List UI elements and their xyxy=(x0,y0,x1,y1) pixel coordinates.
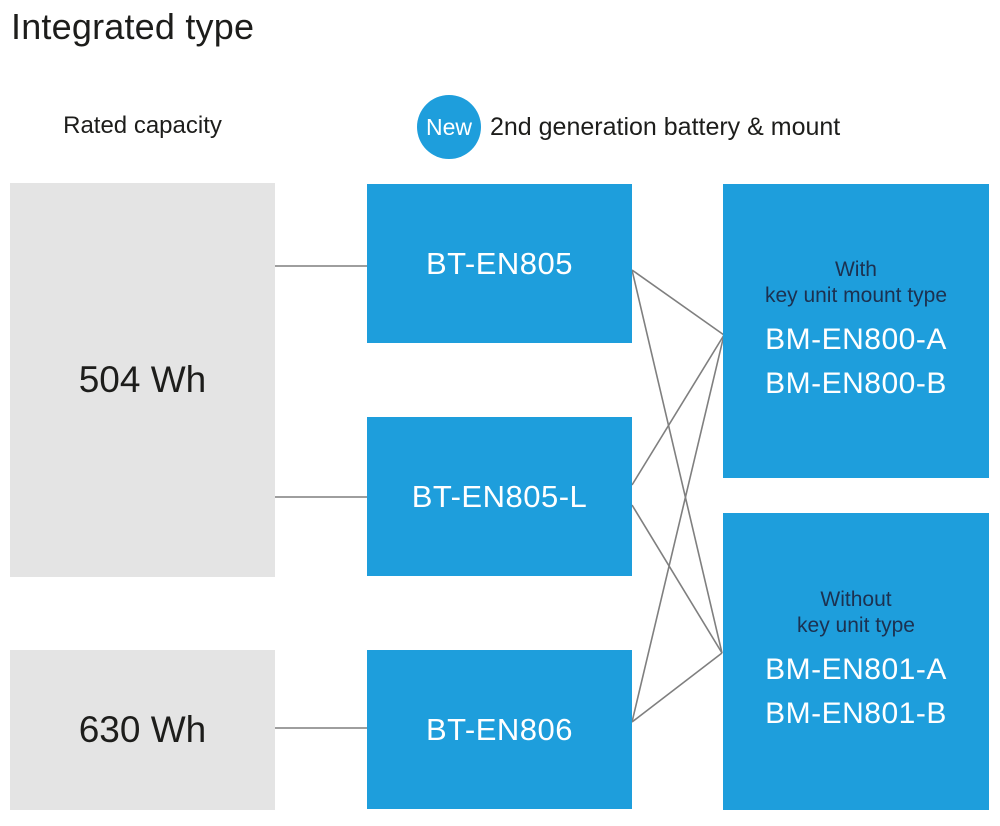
battery-box-bt-en806: BT-EN806 xyxy=(367,650,632,809)
mount-type-line2: key unit mount type xyxy=(764,283,948,307)
new-badge-label: New xyxy=(425,113,472,140)
mount-type-line1: Without xyxy=(820,588,892,611)
connector-bt-en806-to-with xyxy=(631,334,725,723)
page-title: Integrated type xyxy=(11,6,255,47)
generation-label: 2nd generation battery & mount xyxy=(490,112,841,141)
mount-type-line2: key unit type xyxy=(797,614,915,637)
battery-box-bt-en805-l: BT-EN805-L xyxy=(367,417,632,576)
connector-bt-en806-to-without xyxy=(631,652,723,723)
connector-bt-en805-l-to-with xyxy=(631,334,725,486)
mount-type-description: Without key unit type xyxy=(797,587,915,639)
mount-box-without-key-unit: Without key unit type BM-EN801-A BM-EN80… xyxy=(723,513,989,810)
mount-model: BM-EN801-A xyxy=(765,653,947,686)
connector-bt-en805-to-without xyxy=(631,269,723,654)
connector-bt-en805-to-with xyxy=(631,269,725,336)
rated-capacity-label: Rated capacity xyxy=(63,112,222,139)
battery-box-bt-en805: BT-EN805 xyxy=(367,184,632,343)
battery-label: BT-EN805 xyxy=(425,245,573,281)
mount-box-with-key-unit: With key unit mount type BM-EN800-A BM-E… xyxy=(723,184,989,478)
battery-label: BT-EN805-L xyxy=(411,478,588,514)
connector-bt-en805-l-to-without xyxy=(631,504,723,654)
mount-type-description: With key unit mount type xyxy=(765,257,947,309)
mount-model: BM-EN800-A xyxy=(765,322,947,356)
capacity-box-504wh: 504 Wh xyxy=(10,183,275,577)
capacity-label: 630 Wh xyxy=(78,709,207,750)
mount-model: BM-EN801-B xyxy=(765,697,947,730)
mount-model: BM-EN800-B xyxy=(765,366,947,400)
battery-label: BT-EN806 xyxy=(425,711,573,747)
new-badge: New xyxy=(417,95,481,159)
mount-type-line1: With xyxy=(834,257,877,281)
capacity-label: 504 Wh xyxy=(78,359,207,400)
capacity-box-630wh: 630 Wh xyxy=(10,650,275,810)
